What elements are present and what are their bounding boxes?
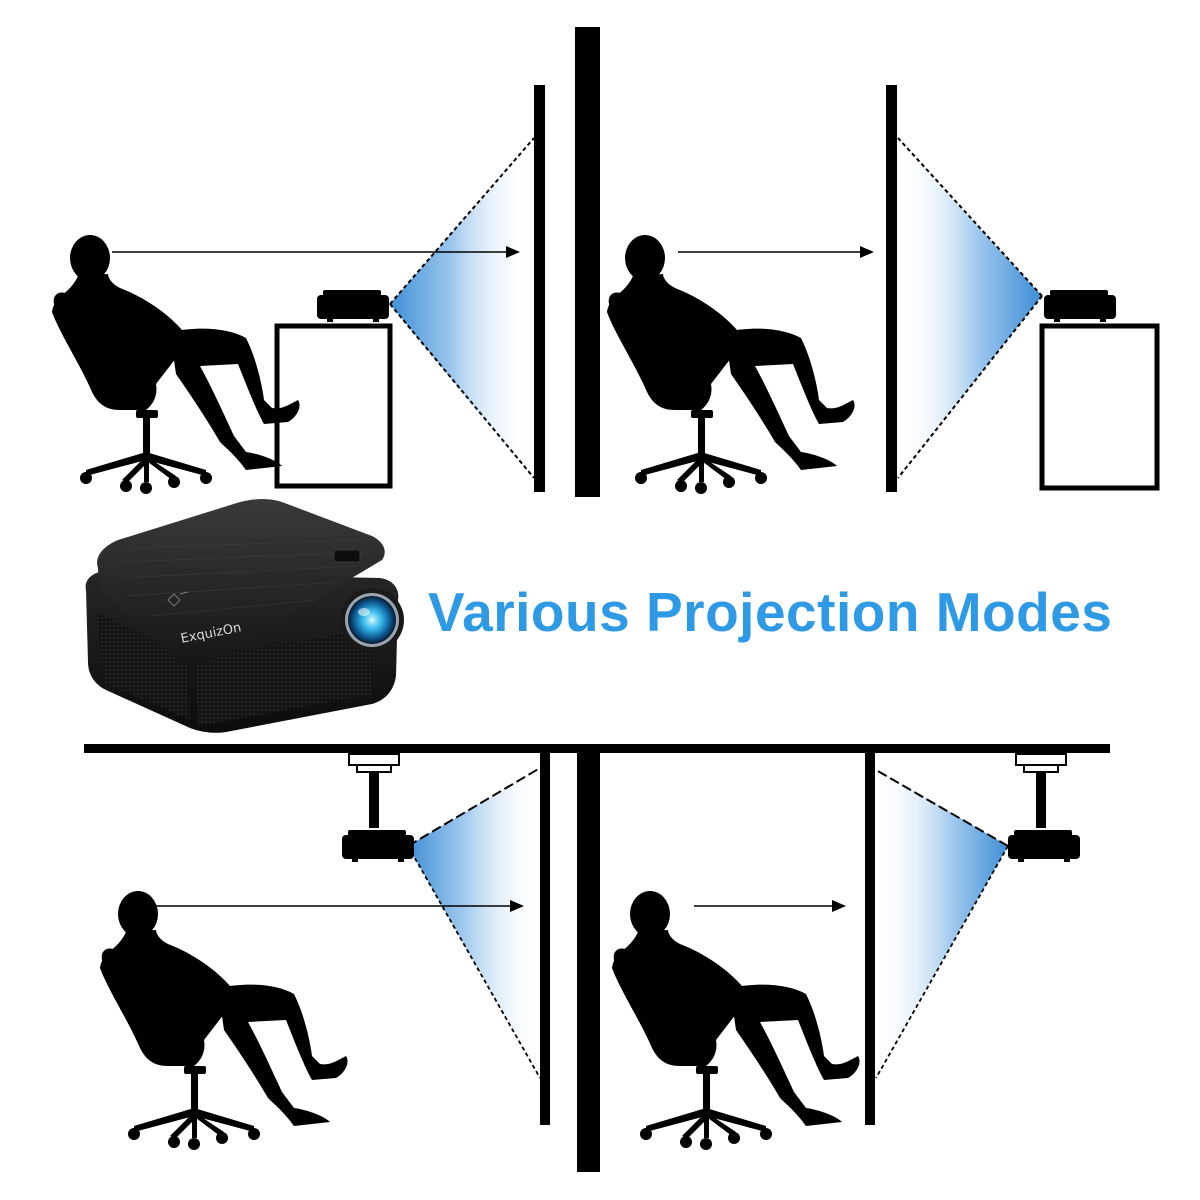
center-wall-top (575, 27, 600, 497)
projector-icon (342, 830, 414, 862)
ceiling-mount (348, 753, 400, 829)
viewer-silhouette (100, 891, 348, 1150)
beam-edge-top (897, 137, 1043, 297)
beam-edge-bottom (897, 295, 1043, 479)
projector-icon (1008, 830, 1080, 862)
projector-icon (317, 290, 389, 322)
beam-edge-top (407, 767, 541, 847)
projection-screen (540, 752, 550, 1125)
light-beam (896, 138, 1042, 480)
arrow-head-icon (860, 246, 874, 258)
viewer-silhouette (607, 235, 855, 494)
ceiling (84, 744, 1110, 753)
mode-rear-table (607, 85, 1160, 494)
arrow-head-icon (510, 900, 524, 912)
mode-front-table (52, 85, 545, 494)
mode-rear-ceiling (612, 752, 1080, 1150)
beam-edge-top (389, 137, 535, 305)
viewer-silhouette (52, 235, 300, 494)
page-title: Various Projection Modes (428, 581, 1113, 643)
projection-screen (886, 85, 897, 492)
beam-edge-bottom (389, 303, 535, 479)
projection-screen (865, 752, 875, 1125)
viewer-silhouette (612, 891, 860, 1150)
lens-icon (348, 596, 396, 644)
center-wall-bottom (577, 752, 600, 1172)
projection-screen (534, 85, 545, 492)
beam-edge-bottom (875, 845, 1009, 1079)
ceiling-mount (1015, 753, 1067, 829)
light-beam (390, 138, 534, 480)
light-beam (875, 768, 1008, 1078)
beam-edge-top (875, 769, 1009, 847)
projector-icon (1044, 290, 1116, 322)
arrow-head-icon (832, 900, 846, 912)
arrow-head-icon (506, 246, 520, 258)
light-beam (408, 768, 540, 1078)
projector-photo (85, 499, 404, 733)
beam-edge-bottom (407, 845, 541, 1079)
table (1039, 323, 1160, 491)
mode-front-ceiling (100, 752, 550, 1150)
